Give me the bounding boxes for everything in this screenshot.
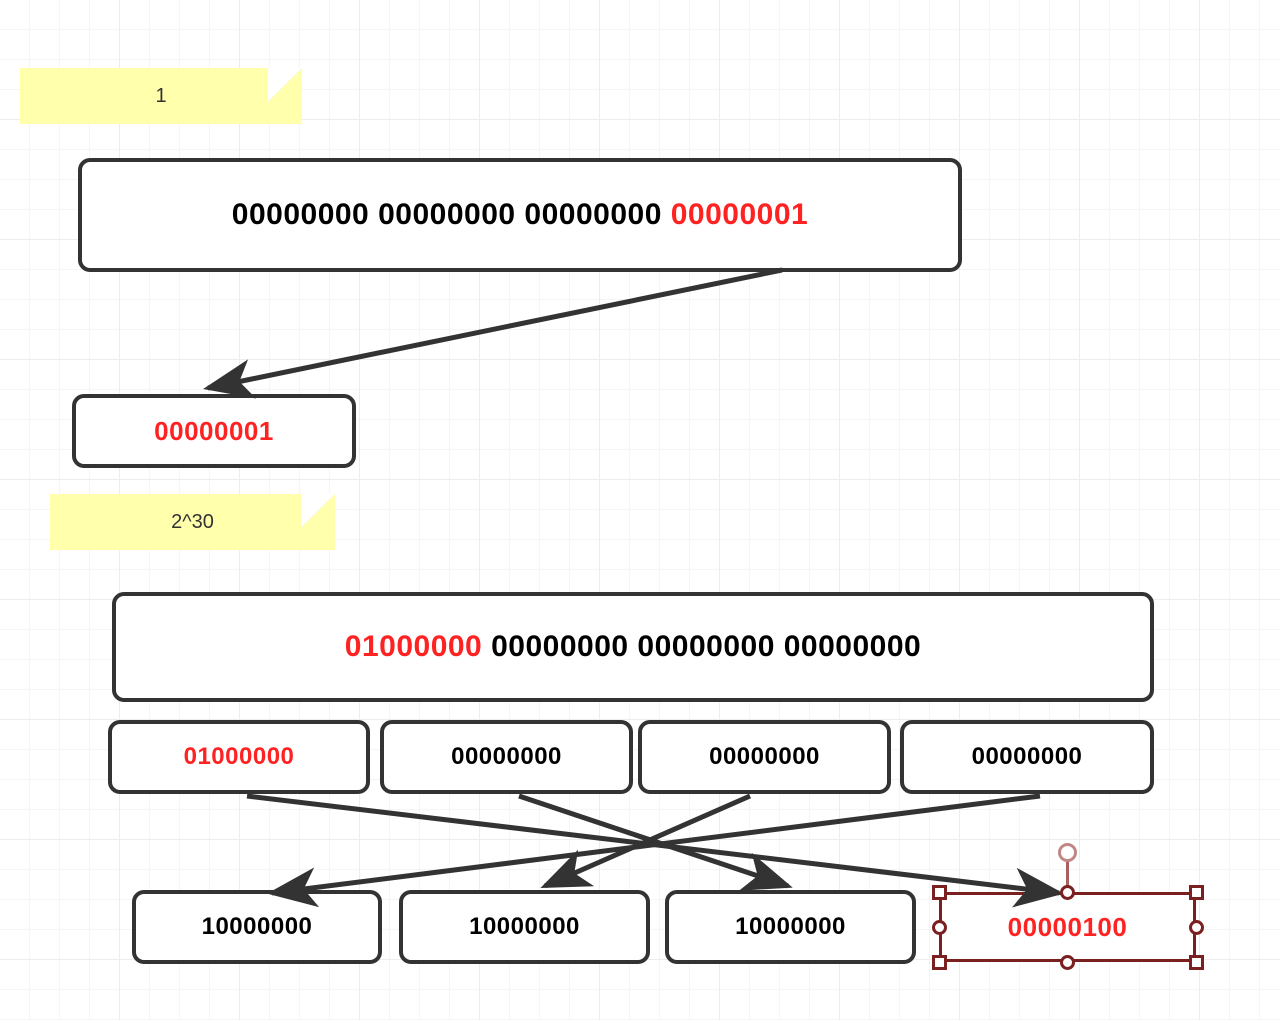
source-byte-2-label: 00000000 <box>451 743 562 770</box>
sticky-note-2pow30[interactable]: 2^30 <box>50 494 335 550</box>
sticky-note-1-label: 1 <box>155 84 167 107</box>
extracted-byte-box[interactable]: 00000001 <box>72 394 356 468</box>
resize-handle-middle-right[interactable] <box>1189 920 1204 935</box>
word-box-value-two[interactable]: 01000000 00000000 00000000 00000000 <box>112 592 1154 702</box>
source-byte-box-2[interactable]: 00000000 <box>380 720 633 794</box>
word-box-two-byte-3: 00000000 <box>637 630 775 663</box>
source-byte-box-4[interactable]: 00000000 <box>900 720 1154 794</box>
resize-handle-top-center[interactable] <box>1060 885 1075 900</box>
resize-handle-middle-left[interactable] <box>932 920 947 935</box>
word-box-two-byte-4: 00000000 <box>783 630 922 663</box>
source-byte-box-3[interactable]: 00000000 <box>638 720 891 794</box>
sticky-fold-cut-2 <box>301 494 335 528</box>
word-box-two-byte-2: 00000000 <box>491 630 629 663</box>
result-byte-2-label: 10000000 <box>469 913 580 940</box>
resize-handle-bottom-right[interactable] <box>1189 955 1204 970</box>
word-box-one-byte-4-highlighted: 00000001 <box>670 198 809 231</box>
sticky-note-1[interactable]: 1 <box>20 68 302 124</box>
result-byte-box-4-selected[interactable]: 00000100 <box>939 892 1196 962</box>
rotate-handle-icon[interactable] <box>1058 843 1077 862</box>
arrow-word-to-extracted-byte <box>203 267 783 399</box>
word-box-one-black-bytes: 00000000 <box>231 198 370 231</box>
word-box-two-byte-1-highlighted: 01000000 <box>344 630 483 663</box>
sticky-fold-cut <box>268 68 302 102</box>
result-byte-3-label: 10000000 <box>735 913 846 940</box>
arrow-source3-to-result2 <box>540 793 752 889</box>
resize-handle-bottom-center[interactable] <box>1060 955 1075 970</box>
word-box-one-byte-2: 00000000 <box>378 198 516 231</box>
result-byte-box-3[interactable]: 10000000 <box>665 890 916 964</box>
word-box-one-byte-3: 00000000 <box>524 198 662 231</box>
result-byte-box-2[interactable]: 10000000 <box>399 890 650 964</box>
resize-handle-bottom-left[interactable] <box>932 955 947 970</box>
source-byte-4-label: 00000000 <box>971 743 1083 770</box>
resize-handle-top-right[interactable] <box>1189 885 1204 900</box>
result-byte-4-label: 00000100 <box>1007 911 1128 942</box>
rotate-handle-stem <box>1066 854 1069 892</box>
arrow-source2-to-result3 <box>518 793 793 891</box>
extracted-byte-label: 00000001 <box>154 415 274 446</box>
result-byte-box-1[interactable]: 10000000 <box>132 890 382 964</box>
resize-handle-top-left[interactable] <box>932 885 947 900</box>
arrow-source4-to-result1 <box>267 793 1041 908</box>
source-byte-1-label: 01000000 <box>183 743 295 770</box>
result-byte-1-label: 10000000 <box>201 913 313 940</box>
source-byte-box-1[interactable]: 01000000 <box>108 720 370 794</box>
sticky-note-2pow30-label: 2^30 <box>171 510 214 533</box>
arrow-source1-to-result4 <box>246 793 1064 908</box>
word-box-value-one[interactable]: 00000000 00000000 00000000 00000001 <box>78 158 962 272</box>
source-byte-3-label: 00000000 <box>709 743 820 770</box>
